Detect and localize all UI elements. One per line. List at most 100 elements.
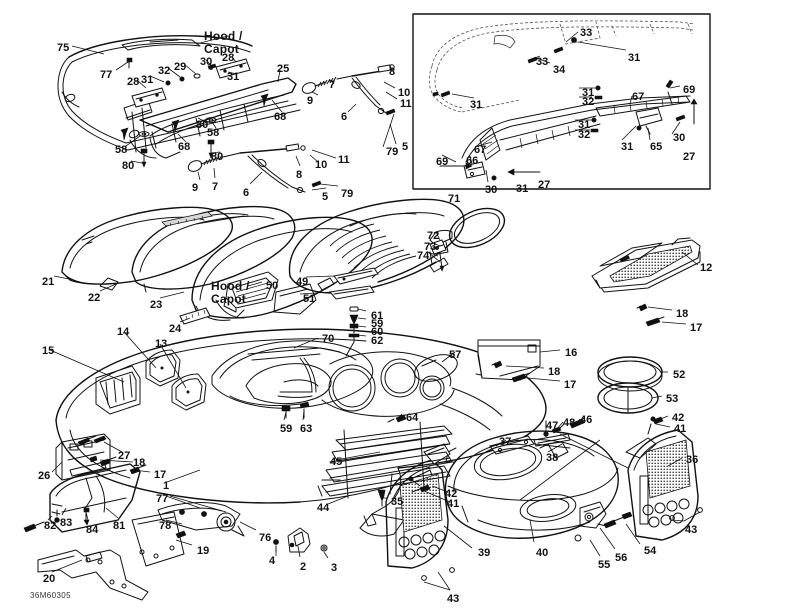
callout-number-57: 57 [449, 349, 462, 361]
callout-number-36: 36 [686, 454, 699, 466]
callout-number-19: 19 [197, 545, 210, 557]
callout-number-75: 75 [57, 42, 70, 54]
callout-number-49: 49 [296, 276, 309, 288]
callout-number-22: 22 [88, 292, 101, 304]
callout-number-23: 23 [150, 299, 163, 311]
callout-number-40: 40 [536, 547, 549, 559]
callout-number-48: 48 [563, 417, 576, 429]
callout-number-51: 51 [303, 293, 316, 305]
callout-number-35: 35 [391, 496, 404, 508]
callout-number-41: 41 [674, 423, 687, 435]
callout-number-17: 17 [690, 322, 703, 334]
inset-callout-number-31: 31 [582, 87, 595, 99]
callout-number-83: 83 [60, 517, 73, 529]
callout-number-39: 39 [478, 547, 491, 559]
callout-number-25: 25 [277, 63, 290, 75]
callout-number-28: 28 [222, 52, 235, 64]
group-grille-12 [591, 237, 701, 327]
callout-number-18: 18 [676, 308, 689, 320]
callout-number-15: 15 [42, 345, 55, 357]
callout-number-58: 58 [207, 127, 220, 139]
callout-number-5: 5 [322, 191, 329, 203]
callout-number-28: 28 [127, 76, 140, 88]
callout-number-2: 2 [300, 561, 307, 573]
callout-number-42: 42 [445, 488, 458, 500]
callout-number-31: 31 [141, 74, 154, 86]
callout-number-64: 64 [406, 412, 419, 424]
callout-number-6: 6 [243, 187, 250, 199]
callout-number-4: 4 [269, 555, 276, 567]
callout-number-79: 79 [386, 146, 399, 158]
callout-number-77: 77 [156, 493, 169, 505]
callout-number-11: 11 [400, 98, 412, 110]
inset-callout-number-69: 69 [436, 156, 449, 168]
group-hood-support-rods [187, 64, 396, 194]
callout-number-55: 55 [598, 559, 611, 571]
group-hood-frame-assembly [57, 35, 301, 168]
callout-number-9: 9 [192, 182, 199, 194]
callout-number-12: 12 [700, 262, 713, 274]
callout-number-10: 10 [398, 87, 411, 99]
inset-callout-number-27: 27 [683, 151, 696, 163]
callout-number-18: 18 [133, 457, 146, 469]
inset-callout-number-31: 31 [578, 119, 591, 131]
callout-number-37: 37 [499, 436, 512, 448]
callout-number-80: 80 [211, 151, 224, 163]
group-floor-grid [317, 421, 453, 507]
callout-number-1: 1 [163, 480, 170, 492]
callout-number-41: 41 [447, 498, 460, 510]
callout-number-8: 8 [296, 169, 303, 181]
callout-number-77: 77 [100, 69, 113, 81]
callout-number-43: 43 [447, 593, 460, 605]
callout-number-81: 81 [113, 520, 126, 532]
leader-lines [47, 31, 701, 591]
callout-number-72: 72 [427, 230, 440, 242]
drawing-code: 36M60305 [30, 591, 72, 600]
callout-number-70: 70 [322, 333, 335, 345]
callout-number-44: 44 [317, 502, 330, 514]
group-tank-and-panels [385, 416, 703, 581]
callout-number-16: 16 [565, 347, 578, 359]
callout-number-53: 53 [666, 393, 679, 405]
inset-callout-number-32: 32 [578, 129, 591, 141]
inset-callout-number-27: 27 [538, 179, 551, 191]
inset-callout-number-32: 32 [582, 96, 595, 108]
callout-number-50: 50 [266, 280, 279, 292]
inset-callout-number-71: 71 [448, 193, 461, 205]
callout-number-59: 59 [371, 318, 384, 330]
callout-number-21: 21 [42, 276, 55, 288]
inset-callout-number-31: 31 [470, 99, 483, 111]
callout-number-38: 38 [546, 452, 559, 464]
callout-number-31: 31 [227, 71, 240, 83]
callout-number-43: 43 [685, 524, 698, 536]
callout-number-30: 30 [200, 56, 213, 68]
callout-number-61: 61 [371, 310, 384, 322]
callout-number-84: 84 [86, 524, 99, 536]
callout-number-24: 24 [169, 323, 182, 335]
inset-callout-number-67: 67 [632, 91, 645, 103]
callout-number-13: 13 [155, 338, 168, 350]
callout-number-11: 11 [338, 154, 350, 166]
group-mirror-assembly [429, 207, 506, 272]
callout-number-42: 42 [672, 412, 685, 424]
callout-number-59: 59 [280, 423, 293, 435]
group-lower-left-parts [23, 433, 328, 601]
callout-number-60: 60 [371, 326, 384, 338]
callout-number-6: 6 [341, 111, 348, 123]
callout-number-3: 3 [331, 562, 338, 574]
callout-number-82: 82 [44, 520, 57, 532]
callout-number-18: 18 [548, 366, 561, 378]
group-main-deck [55, 306, 547, 537]
callout-number-62: 62 [371, 335, 384, 347]
callout-number-79: 79 [341, 188, 354, 200]
group-latch-54-56 [574, 501, 633, 542]
inset-callout-number-34: 34 [553, 64, 566, 76]
callout-number-17: 17 [154, 469, 167, 481]
callout-number-10: 10 [315, 159, 328, 171]
callout-number-29: 29 [174, 61, 187, 73]
inset-callout-number-33: 33 [536, 56, 549, 68]
group-hood-panels [61, 205, 373, 325]
title-hood-capot-mid: Hood / Capot [211, 279, 250, 306]
callout-number-5: 5 [402, 141, 409, 153]
